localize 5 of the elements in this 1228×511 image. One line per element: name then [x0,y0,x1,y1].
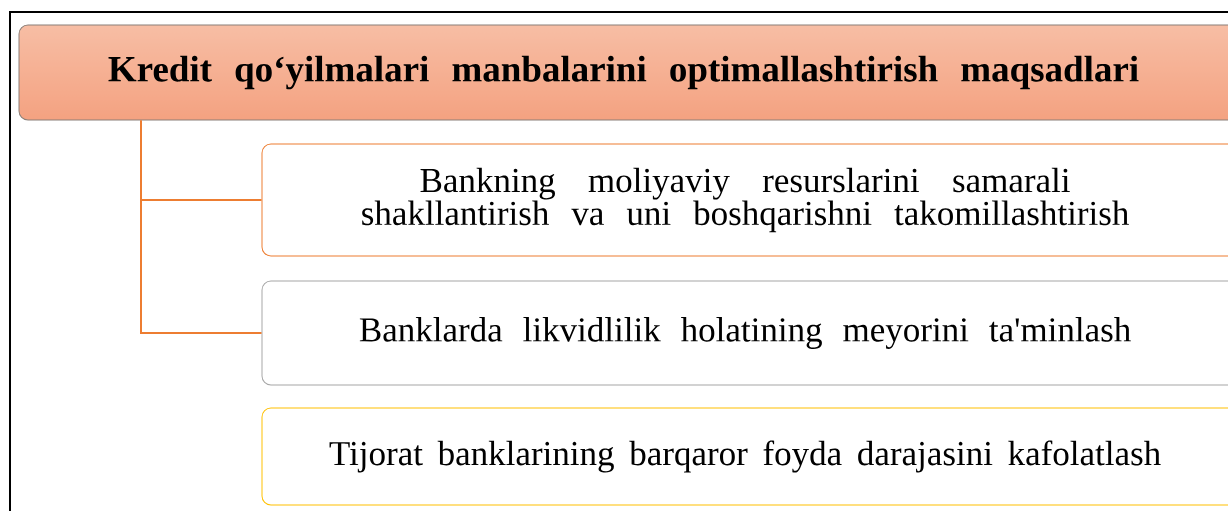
goal-box: Banklarda likvidlilik holatining meyorini ta'minlash [261,280,1228,386]
connector [140,119,263,334]
goal-box: Bankning moliyaviy resurslarini samarali shakllantirish va uni boshqarishni takomillashtirish [261,143,1228,257]
heading-box: Kredit qo‘yilmalari manbalarini optimallashtirish maqsadlari [18,24,1228,121]
goal-box: Tijorat banklarining barqaror foyda darajasini kafolatlash [261,407,1228,506]
